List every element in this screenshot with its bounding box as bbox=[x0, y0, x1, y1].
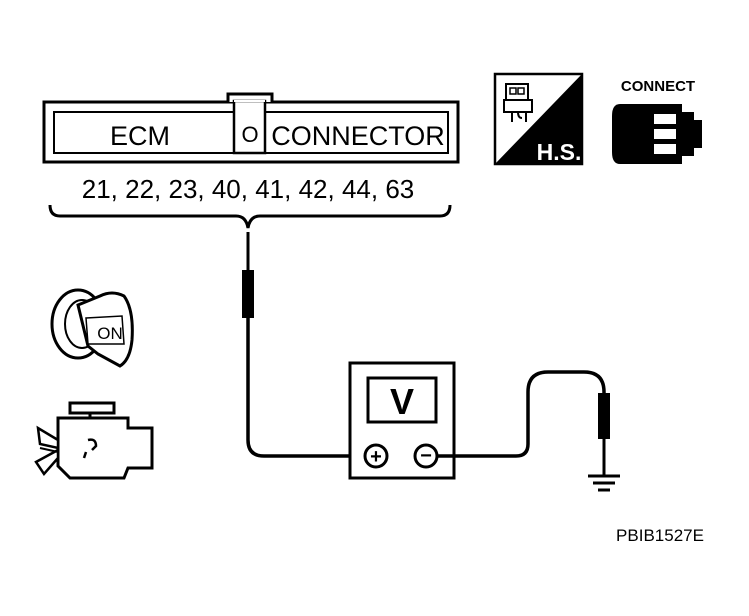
engine-icon bbox=[34, 401, 154, 480]
pin-brace bbox=[48, 204, 452, 229]
negative-terminal: − bbox=[413, 443, 439, 469]
pin-numbers: 21, 22, 23, 40, 41, 42, 44, 63 bbox=[82, 174, 415, 204]
ground-symbol-icon bbox=[588, 474, 620, 492]
figure-id: PBIB1527E bbox=[616, 526, 704, 545]
connector-left-label: ECM bbox=[110, 121, 170, 151]
positive-terminal: + bbox=[363, 443, 389, 469]
hs-label: H.S. bbox=[537, 139, 582, 165]
connector-right-label: CONNECTOR bbox=[271, 121, 445, 151]
harness-connector-icon bbox=[503, 83, 533, 122]
connect-label: CONNECT bbox=[621, 78, 695, 95]
voltmeter-label: V bbox=[390, 381, 414, 422]
negative-test-lead bbox=[437, 370, 610, 476]
negative-terminal-label: − bbox=[420, 445, 432, 467]
ignition-key-icon: ON bbox=[50, 288, 134, 368]
ecm-connector: ECM O CONNECTOR bbox=[42, 92, 460, 164]
positive-test-lead bbox=[242, 232, 362, 458]
connector-mid-label: O bbox=[241, 122, 258, 147]
connect-badge: CONNECT bbox=[612, 78, 702, 164]
ignition-on-label: ON bbox=[97, 324, 123, 343]
hs-badge: H.S. bbox=[493, 72, 584, 166]
positive-terminal-label: + bbox=[370, 446, 382, 468]
connect-plug-icon bbox=[612, 104, 702, 164]
voltmeter: V + − bbox=[348, 361, 456, 480]
